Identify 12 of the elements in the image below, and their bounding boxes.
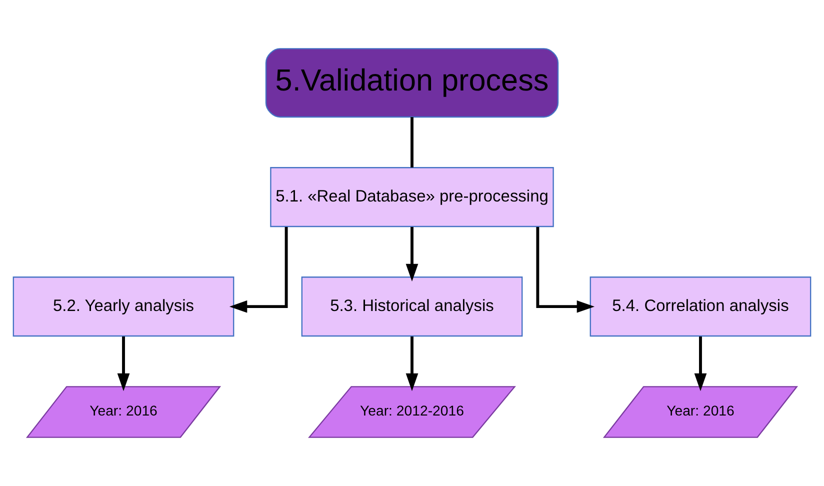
node-box: 5.Validation process — [265, 48, 559, 118]
node-box: 5.1. «Real Database» pre-processing — [270, 167, 554, 228]
node-box: 5.2. Yearly analysis — [12, 276, 234, 337]
arrow — [406, 227, 418, 282]
node-box: 5.3. Historical analysis — [301, 276, 523, 337]
arrow — [536, 227, 595, 313]
arrow — [117, 336, 130, 392]
arrow — [406, 336, 418, 392]
arrow — [694, 336, 707, 392]
arrow — [229, 227, 288, 313]
connector — [410, 117, 414, 168]
node-box: 5.4. Correlation analysis — [590, 276, 812, 337]
